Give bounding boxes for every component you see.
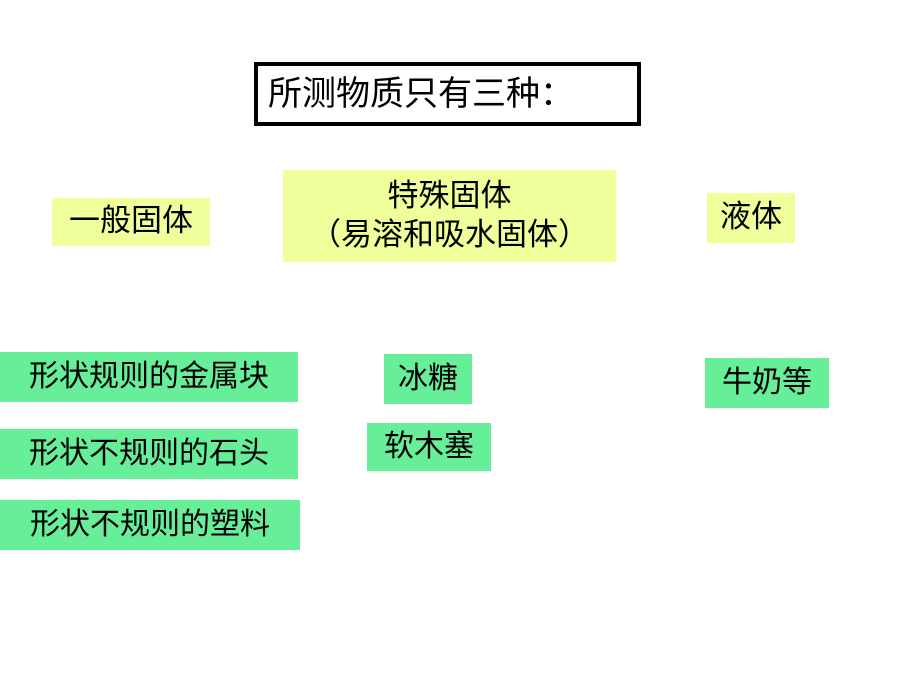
example-label: 冰糖: [398, 361, 458, 396]
example-irregular-stone: 形状不规则的石头: [0, 429, 298, 479]
category-special-solid-label: 特殊固体: [387, 178, 512, 215]
category-liquid-label: 液体: [720, 199, 782, 236]
example-irregular-plastic: 形状不规则的塑料: [0, 500, 300, 550]
category-liquid: 液体: [707, 193, 795, 243]
example-rock-sugar: 冰糖: [384, 354, 472, 404]
example-label: 形状不规则的石头: [29, 436, 269, 471]
example-milk-etc: 牛奶等: [705, 358, 829, 408]
category-general-solid-label: 一般固体: [69, 203, 193, 240]
category-special-solid-note: （易溶和吸水固体）: [310, 217, 589, 253]
example-label: 形状不规则的塑料: [30, 507, 270, 542]
example-cork: 软木塞: [367, 423, 491, 471]
example-label: 形状规则的金属块: [29, 359, 269, 394]
example-regular-metal-block: 形状规则的金属块: [0, 352, 298, 402]
page-title: 所测物质只有三种：: [268, 73, 574, 114]
category-general-solid: 一般固体: [52, 198, 210, 246]
category-special-solid: 特殊固体 （易溶和吸水固体）: [283, 170, 616, 262]
example-label: 牛奶等: [722, 365, 812, 400]
title-box: 所测物质只有三种：: [254, 62, 641, 126]
example-label: 软木塞: [384, 429, 474, 464]
